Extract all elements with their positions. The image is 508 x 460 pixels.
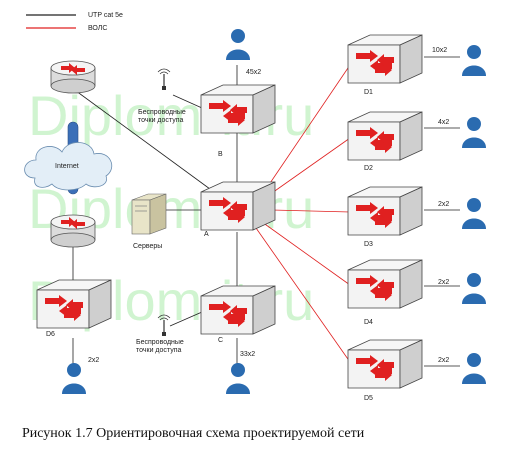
switch-c [200, 285, 276, 335]
switch-d6 [36, 279, 112, 329]
user-count-d1: 10x2 [432, 47, 447, 54]
core-router [50, 60, 96, 94]
switch-label-d5: D5 [364, 395, 373, 402]
user-count-d3: 2x2 [438, 201, 449, 208]
switch-d1 [347, 34, 423, 84]
wireless-label-b-2: точки доступа [138, 117, 183, 124]
switch-label-d6: D6 [46, 331, 55, 338]
user-icon-d3 [462, 198, 486, 229]
switch-d2 [347, 111, 423, 161]
switch-d4 [347, 259, 423, 309]
server [131, 193, 167, 235]
wireless-label-c-1: Беспроводные [136, 339, 184, 346]
switch-label-d1: D1 [364, 89, 373, 96]
switch-label-b: B [218, 151, 223, 158]
internet-label: Internet [55, 163, 79, 170]
user-count-b: 45x2 [246, 69, 261, 76]
switch-label-d4: D4 [364, 319, 373, 326]
wireless-label-c-2: точки доступа [136, 347, 181, 354]
user-icon-c [226, 363, 250, 394]
user-icon-d6 [62, 363, 86, 394]
switch-label-a: A [204, 231, 209, 238]
legend-fiber-label: ВОЛС [88, 25, 107, 32]
user-icon-b [226, 29, 250, 60]
user-count-c: 33x2 [240, 351, 255, 358]
user-count-d4: 2x2 [438, 279, 449, 286]
switch-d5 [347, 339, 423, 389]
edge-router [50, 214, 96, 248]
switch-a [200, 181, 276, 231]
figure-caption: Рисунок 1.7 Ориентировочная схема проект… [22, 426, 365, 441]
switch-label-d2: D2 [364, 165, 373, 172]
user-count-d6: 2x2 [88, 357, 99, 364]
fiber-links [255, 64, 351, 363]
switch-b [200, 84, 276, 134]
switch-label-d3: D3 [364, 241, 373, 248]
legend-utp-label: UTP cat 5e [88, 12, 123, 19]
switch-label-c: C [218, 337, 223, 344]
switch-d3 [347, 186, 423, 236]
utp-links [71, 56, 460, 367]
user-icon-d4 [462, 273, 486, 304]
user-count-d5: 2x2 [438, 357, 449, 364]
user-icon-d5 [462, 353, 486, 384]
user-icon-d2 [462, 117, 486, 148]
user-count-d2: 4x2 [438, 119, 449, 126]
wireless-label-b-1: Беспроводные [138, 109, 186, 116]
legend: UTP cat 5e ВОЛС [26, 12, 123, 32]
internet-cloud: Internet [24, 142, 113, 191]
user-icon-d1 [462, 45, 486, 76]
servers-label: Серверы [133, 243, 162, 250]
